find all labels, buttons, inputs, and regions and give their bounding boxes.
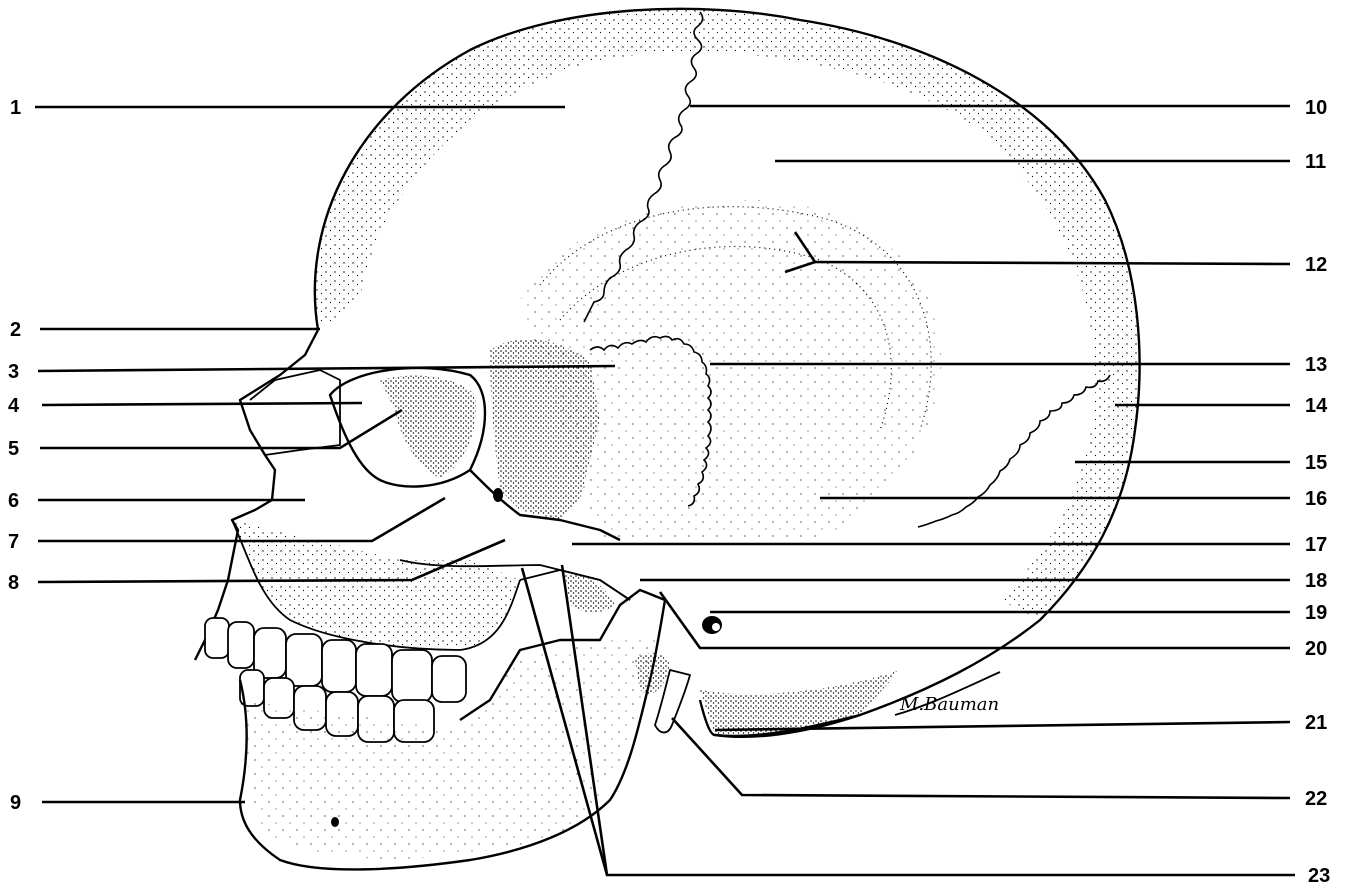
label-9: 9 xyxy=(10,792,21,814)
label-21: 21 xyxy=(1305,712,1327,734)
label-8: 8 xyxy=(8,572,19,594)
condyle-shading xyxy=(565,574,615,612)
label-11: 11 xyxy=(1305,151,1326,173)
label-20: 20 xyxy=(1305,638,1327,660)
label-4: 4 xyxy=(8,395,20,417)
label-22: 22 xyxy=(1305,788,1327,810)
leader-23a xyxy=(522,568,1295,875)
label-3: 3 xyxy=(8,361,19,383)
leader-4 xyxy=(42,403,362,405)
cranium-shading xyxy=(315,9,1140,620)
artist-signature: M.Bauman xyxy=(899,694,999,715)
label-10: 10 xyxy=(1305,97,1327,119)
label-5: 5 xyxy=(8,438,19,460)
label-19: 19 xyxy=(1305,602,1327,624)
label-16: 16 xyxy=(1305,488,1327,510)
label-17: 17 xyxy=(1305,534,1327,556)
label-12: 12 xyxy=(1305,254,1327,276)
leader-20 xyxy=(660,592,1290,648)
skull-drawing: M.Bauman xyxy=(195,9,1140,870)
leader-5 xyxy=(40,410,402,448)
nasal-bone-outline xyxy=(250,370,340,455)
label-2: 2 xyxy=(10,319,21,341)
label-13: 13 xyxy=(1305,354,1327,376)
label-14: 14 xyxy=(1305,395,1328,417)
orbit-shading xyxy=(380,376,476,478)
label-7: 7 xyxy=(8,531,19,553)
label-18: 18 xyxy=(1305,570,1327,592)
meatus-inner xyxy=(712,623,720,631)
label-1: 1 xyxy=(10,97,21,119)
label-6: 6 xyxy=(8,490,19,512)
label-15: 15 xyxy=(1305,452,1327,474)
label-23: 23 xyxy=(1308,865,1330,887)
infraorbital-notch xyxy=(493,488,503,502)
mental-foramen xyxy=(331,817,339,827)
